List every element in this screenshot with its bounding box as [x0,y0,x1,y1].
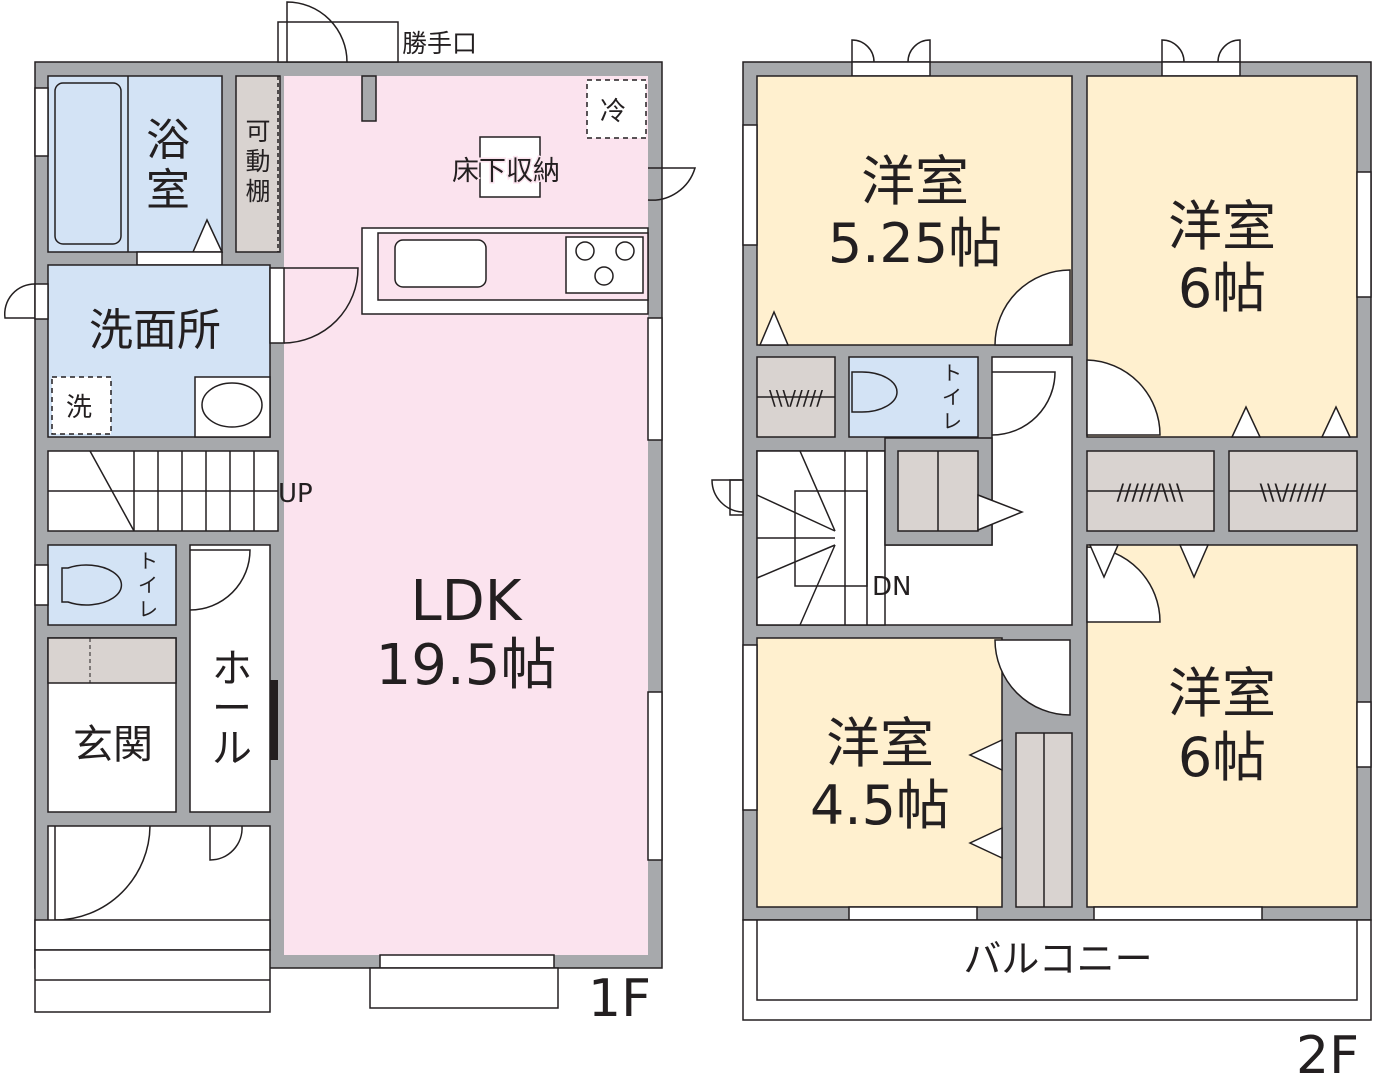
washroom-window [34,283,49,320]
bath-door [136,251,223,266]
toilet-bowl-icon [851,371,898,413]
ldk-deck [369,967,559,1009]
balcony-label: バルコニー [963,937,1152,981]
room-a-window [742,124,758,246]
toilet-window [34,564,49,606]
toilet2-label-1: ト [942,361,962,385]
toilet-2f [848,356,979,438]
room-c-window [742,644,758,811]
hanger-rail-icon: \\\///// [769,386,823,410]
fridge-space [586,79,647,139]
fridge-label: 冷 [600,97,626,127]
bath-label-1: 浴 [146,115,190,166]
room-c-window-south [848,906,978,921]
ldk-size: 19.5帖 [376,633,557,698]
room-d-window [1356,701,1372,768]
balcony [742,919,1372,1021]
stairs-down-label: DN [872,572,911,602]
vanity-basin [201,382,263,428]
entry-step [34,919,271,951]
stair-treads [48,450,278,532]
washroom-label: 洗面所 [89,305,221,356]
burner-icon [575,241,595,261]
room-a-size: 5.25帖 [828,212,1002,275]
closet-door-icon [758,310,790,346]
toilet2-label-3: レ [942,409,962,433]
hall-label-2: ー [212,686,252,732]
room-a-door-swing [994,269,1071,346]
service-door-swing [286,1,348,63]
hanger-rail-icon: //////\\\ [1117,481,1184,506]
room-6-south [1086,544,1358,908]
hanger-rail-icon: \\\////// [1260,481,1327,506]
hall-shoe-cabinet [270,680,278,760]
ldk-window-south [379,954,555,969]
hall-label-3: ル [212,726,252,772]
shelf-label-2: 動 [245,147,270,176]
toilet2-label-2: イ [942,385,962,409]
bath-window [34,87,49,157]
underfloor-hatch [479,136,541,198]
washer-label: 洗 [66,393,92,423]
ldk-name: LDK [410,569,522,634]
bath-label-2: 室 [146,165,190,216]
room-b-name: 洋室 [1168,195,1276,258]
room-d-name: 洋室 [1168,662,1276,725]
entry-step [34,949,271,1013]
window-sash-icon [1161,39,1241,63]
room-b-door-swing [1086,359,1161,436]
washroom-door-swing [283,267,359,344]
window-sash-icon [851,39,931,63]
toilet-door-swing [189,549,251,611]
floor-1: 勝手口 冷 床下収納 LDK 19.5帖 浴 室 可 動 [3,1,697,1029]
room-d-size: 6帖 [1178,726,1266,789]
front-door-swing [54,825,151,921]
room-b-size: 6帖 [1178,257,1266,320]
room-c-door-swing [994,639,1071,716]
room-4-5 [756,637,1003,908]
burner-icon [594,266,614,286]
shoe-storage [47,637,177,684]
ldk-window [647,317,663,441]
cooktop [565,236,644,294]
ldk-window [647,691,663,861]
room-b-window [1356,171,1372,298]
hall [189,544,271,813]
stair-treads-2f [756,450,868,626]
shelf-label-1: 可 [245,117,270,146]
entrance-label: 玄関 [73,722,153,768]
floor2-label: 2F [1296,1026,1359,1085]
room-c-size: 4.5帖 [810,774,950,837]
room-c-name: 洋室 [826,712,934,775]
room-d-window-south [1093,906,1263,921]
movable-shelf [235,75,281,253]
hall-label-1: ホ [212,646,252,692]
toilet-label-2: イ [138,573,158,597]
service-door-label: 勝手口 [402,29,477,58]
service-door-step [277,21,399,63]
floor1-label: 1F [588,969,651,1029]
washer-space [51,376,112,435]
underfloor-storage-label: 床下収納 [452,156,560,187]
ldk-wall-stub [361,75,377,122]
toilet-bowl-icon [61,564,123,606]
toilet-label-1: ト [138,549,158,573]
ldk-room [284,76,648,955]
burner-icon [615,241,635,261]
kitchen-sink [394,239,487,288]
floor-2: 洋室 5.25帖 洋室 6帖 \\\///// ト イ レ DN [711,39,1372,1085]
stairs-up-label: UP [278,479,313,509]
shelf-label-3: 棚 [245,177,270,206]
bathtub [54,82,122,245]
toilet-label-3: レ [138,597,158,621]
ldk-side-door [647,167,697,201]
room-a-name: 洋室 [861,150,969,213]
washroom-door [269,267,285,344]
